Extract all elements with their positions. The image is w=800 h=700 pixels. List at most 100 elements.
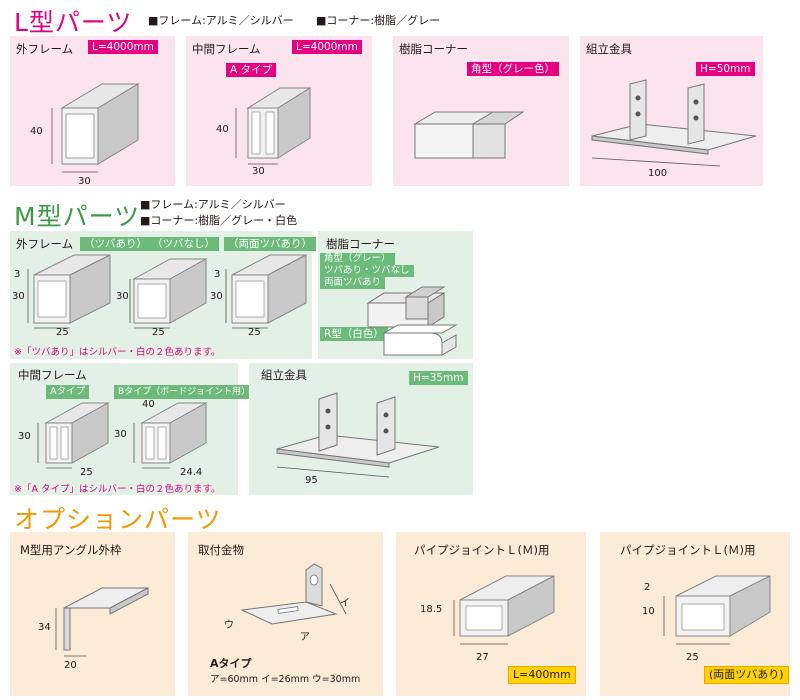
- m-resin-corner-panel: 樹脂コーナー 角型（グレー） ツバあり・ツバなし 両面ツバあり R型（白色）: [318, 231, 473, 359]
- m-outer-frame-tag-no-flange: （ツバなし）: [148, 237, 219, 251]
- l-bracket-height-tag: H=50mm: [696, 62, 755, 76]
- m-bracket-title: 組立金具: [261, 368, 307, 382]
- l-middle-frame-length-tag: L=4000mm: [292, 40, 362, 54]
- l-outer-frame-dim-h: 40: [30, 126, 43, 137]
- m-resin-corner-r-tag: R型（白色）: [320, 327, 388, 341]
- o-fitting-label-a: ア: [300, 632, 310, 643]
- o-fitting-label-u: ウ: [224, 620, 234, 631]
- m-middle-frame-tag-b: Bタイプ（ボードジョイント用）: [114, 385, 255, 399]
- outer-frame-with-flange: [27, 254, 111, 329]
- l-outer-frame-panel: 外フレーム L=4000mm 40 30: [10, 36, 175, 187]
- m-bracket-dim-w: 95: [305, 475, 318, 486]
- l-outer-frame-length-tag: L=4000mm: [88, 40, 158, 54]
- o-angle-panel: M型用アングル外枠 34 20: [10, 532, 175, 696]
- m-section-title: M型パーツ: [14, 202, 141, 231]
- o-pipe-l-title: パイプジョイントＬ(Ｍ)用: [414, 543, 550, 557]
- l-middle-frame-type-tag: A タイプ: [226, 63, 277, 77]
- o-fitting-caption-dims: ア=60mm イ=26mm ウ=30mm: [210, 674, 361, 685]
- o-pipe-m-drawing: [663, 575, 771, 645]
- m-middle-frame-note: ※「A タイプ」はシルバー・白の２色あります。: [14, 484, 221, 495]
- m-outer-frame-drawings: [27, 254, 307, 329]
- m-bracket-panel: 組立金具 H=35mm 95: [249, 363, 473, 495]
- l-section-title: L型パーツ: [14, 8, 133, 37]
- l-bracket-panel: 組立金具 H=50mm 100: [580, 36, 763, 186]
- o-fitting-panel: 取付金物 ウ ア イ Aタイプ ア=60mm イ=26mm ウ=30mm: [188, 532, 383, 696]
- l-middle-frame-dim-w: 30: [252, 166, 265, 177]
- l-middle-frame-title: 中間フレーム: [192, 42, 261, 56]
- m-middle-frame-drawings: [37, 402, 208, 469]
- o-pipe-m-title: パイプジョイントＬ(Ｍ)用: [620, 543, 756, 557]
- outer-frame-both-flange: [225, 254, 307, 329]
- m-legend-frame: ■フレーム:アルミ／シルバー: [140, 198, 286, 211]
- o-pipe-m-dim-h: 10: [642, 606, 655, 617]
- m-middle-frame-panel: 中間フレーム Aタイプ Bタイプ（ボードジョイント用） 30 25 40 30 …: [10, 363, 255, 495]
- m-middle-frame-title: 中間フレーム: [18, 368, 87, 382]
- r-corner-white: [382, 324, 458, 356]
- m-resin-corner-square-tag-line3: 両面ツバあり: [320, 277, 386, 289]
- l-resin-corner-drawing: [413, 111, 525, 159]
- o-pipe-m-flange-tag: (両面ツバあり): [704, 666, 789, 684]
- o-section-title: オプションパーツ: [14, 505, 222, 534]
- o-fitting-caption-title: Aタイプ: [210, 657, 252, 670]
- square-corner-gray: [366, 286, 446, 328]
- l-middle-frame-drawing: [235, 87, 312, 165]
- outer-frame-no-flange: [129, 258, 208, 329]
- m-outer-frame-dim-w-3: 25: [248, 327, 261, 338]
- o-pipe-m-dim-top: 2: [644, 582, 651, 593]
- middle-frame-type-a: [37, 402, 110, 469]
- m-outer-frame-dim-h-1: 30: [12, 291, 25, 302]
- l-resin-corner-panel: 樹脂コーナー 角型（グレー色）: [393, 36, 569, 186]
- o-pipe-l-dim-w: 27: [476, 652, 489, 663]
- o-fitting-label-i: イ: [340, 598, 350, 609]
- l-outer-frame-dim-w: 30: [78, 176, 91, 187]
- o-pipe-l-dim-h: 18.5: [420, 604, 443, 615]
- l-middle-frame-dim-h: 40: [216, 124, 229, 135]
- l-resin-corner-title: 樹脂コーナー: [399, 42, 468, 56]
- m-outer-frame-dim-w-1: 25: [56, 327, 69, 338]
- o-angle-title: M型用アングル外枠: [20, 543, 122, 557]
- m-bracket-drawing: [276, 392, 440, 478]
- m-outer-frame-dim-top-1: 3: [14, 269, 21, 280]
- l-bracket-drawing: [591, 79, 757, 167]
- o-fitting-drawing: [240, 563, 347, 625]
- m-legend-corner: ■コーナー:樹脂／グレー・白色: [140, 214, 298, 227]
- o-pipe-l-panel: パイプジョイントＬ(Ｍ)用 18.5 27 L=400mm: [396, 532, 586, 696]
- l-outer-frame-title: 外フレーム: [16, 42, 74, 56]
- l-bracket-dim-w: 100: [648, 168, 668, 179]
- o-pipe-m-panel: パイプジョイントＬ(Ｍ)用 2 10 25 (両面ツバあり): [600, 532, 790, 696]
- l-legend-corner: ■コーナー:樹脂／グレー: [316, 14, 441, 27]
- o-pipe-l-drawing: [453, 575, 555, 645]
- m-resin-corner-square-tag-line2: ツバあり・ツバなし: [320, 265, 414, 277]
- m-outer-frame-tag-both-flange: （両面ツバあり）: [224, 237, 316, 251]
- m-middle-frame-dim-h-b: 30: [114, 429, 127, 440]
- m-middle-frame-dim-h-a: 30: [18, 431, 31, 442]
- m-resin-corner-drawings: [366, 286, 458, 356]
- m-middle-frame-dim-top-b: 40: [142, 399, 155, 410]
- m-middle-frame-dim-w-b: 24.4: [180, 467, 203, 478]
- o-angle-drawing: [55, 587, 149, 657]
- m-middle-frame-tag-a: Aタイプ: [46, 385, 89, 399]
- m-outer-frame-dim-top-3: 3: [214, 269, 221, 280]
- middle-frame-type-b: [133, 402, 208, 469]
- o-pipe-l-length-tag: L=400mm: [508, 666, 576, 684]
- l-legend-frame: ■フレーム:アルミ／シルバー: [148, 14, 294, 27]
- l-bracket-title: 組立金具: [586, 42, 632, 56]
- m-outer-frame-dim-h-2: 30: [116, 291, 129, 302]
- m-middle-frame-dim-w-a: 25: [80, 467, 93, 478]
- o-angle-dim-w: 20: [64, 660, 77, 671]
- l-middle-frame-panel: 中間フレーム L=4000mm A タイプ 40 30: [186, 36, 372, 186]
- o-pipe-m-dim-w: 25: [686, 652, 699, 663]
- m-outer-frame-dim-h-3: 30: [210, 291, 223, 302]
- m-outer-frame-tag-with-flange: （ツバあり）: [80, 237, 151, 251]
- o-angle-dim-h: 34: [38, 622, 51, 633]
- m-outer-frame-note: ※「ツバあり」はシルバー・白の２色あります。: [14, 347, 221, 358]
- m-bracket-height-tag: H=35mm: [409, 371, 468, 385]
- m-outer-frame-dim-w-2: 25: [152, 327, 165, 338]
- m-outer-frame-panel: 外フレーム （ツバあり） （ツバなし） （両面ツバあり） 3 30 25 30 …: [10, 231, 316, 359]
- l-outer-frame-drawing: [51, 83, 140, 173]
- m-resin-corner-square-tag-line1: 角型（グレー）: [320, 253, 395, 265]
- o-fitting-title: 取付金物: [198, 543, 244, 557]
- l-resin-corner-tag: 角型（グレー色）: [467, 62, 559, 76]
- m-outer-frame-title: 外フレーム: [16, 237, 74, 251]
- m-resin-corner-title: 樹脂コーナー: [326, 237, 395, 251]
